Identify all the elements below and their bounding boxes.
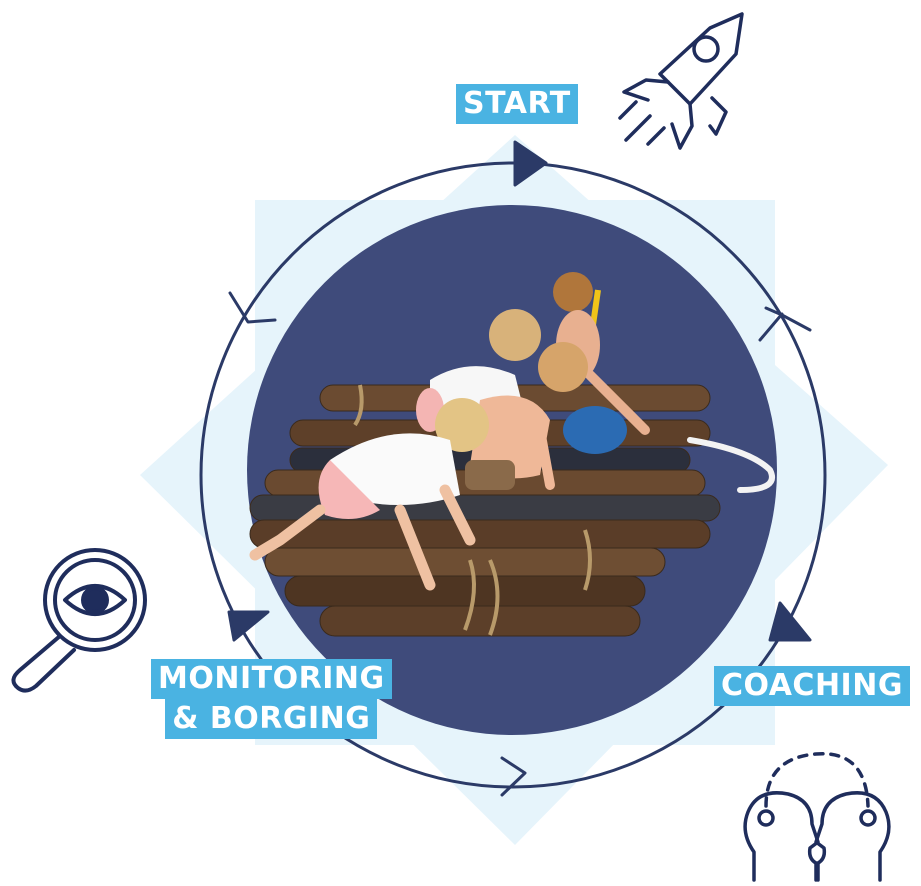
monitoring-label-line1: MONITORING: [151, 659, 392, 699]
magnifier-eye-icon: [11, 548, 147, 693]
rocket-icon: [618, 12, 744, 150]
arrow-right: [768, 601, 812, 642]
arrow-upper-left: [228, 291, 277, 324]
cycle-ring: [199, 161, 827, 789]
two-heads-thinking-icon: [743, 752, 891, 882]
stage-label-start: START: [456, 84, 578, 124]
monitoring-label-line2: & BORGING: [165, 699, 378, 739]
stage-label-monitoring: MONITORING & BORGING: [151, 659, 392, 739]
arrow-top: [513, 140, 548, 187]
arrow-left: [227, 610, 270, 642]
arrow-bottom: [500, 756, 527, 797]
arrow-right-head: [758, 312, 784, 342]
stage-label-coaching: COACHING: [714, 666, 910, 706]
cycle-arrows: [227, 140, 812, 797]
start-label-text: START: [456, 84, 578, 124]
raft-photo: [249, 272, 775, 637]
coaching-label-text: COACHING: [714, 666, 910, 706]
